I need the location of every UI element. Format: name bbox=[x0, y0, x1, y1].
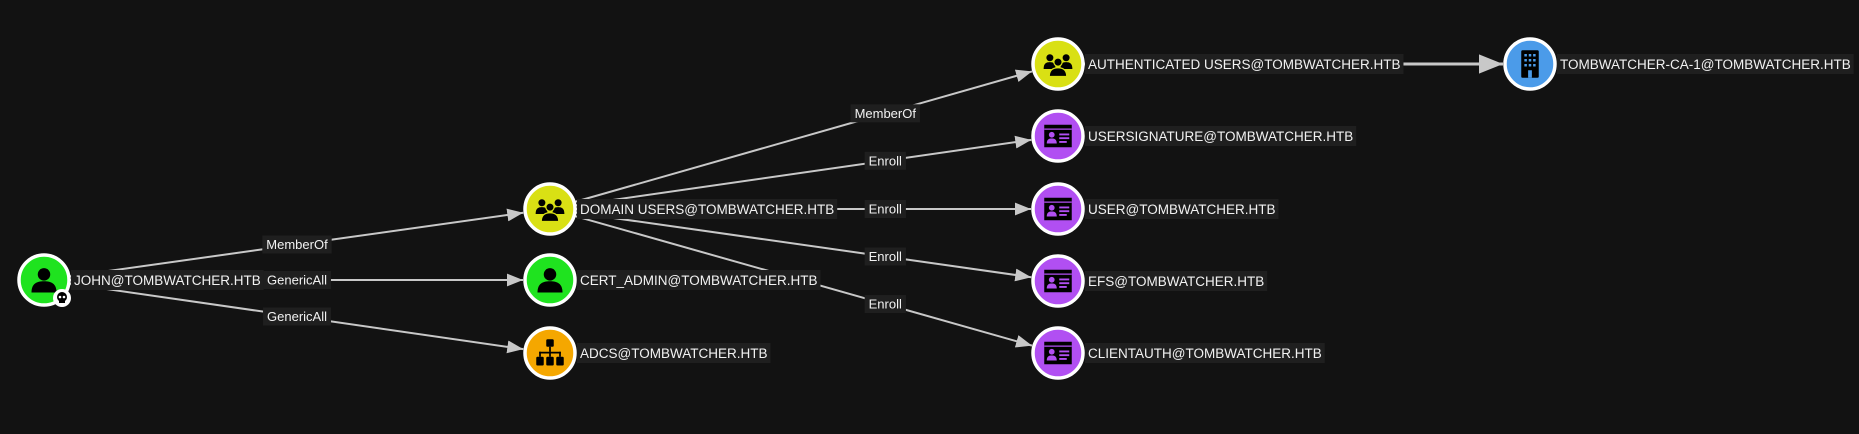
node-label-background bbox=[71, 270, 264, 290]
node-label-background bbox=[577, 270, 821, 290]
node-label: EFS@TOMBWATCHER.HTB bbox=[1088, 274, 1264, 289]
nodes-layer: JOHN@TOMBWATCHER.HTB DOMAIN USERS@TOMBWAT… bbox=[17, 37, 1854, 380]
node-label: CERT_ADMIN@TOMBWATCHER.HTB bbox=[580, 273, 817, 288]
edge-label-text: GenericAll bbox=[267, 309, 327, 324]
node-label: USER@TOMBWATCHER.HTB bbox=[1088, 202, 1275, 217]
edge-label-background bbox=[263, 271, 331, 289]
node-label: USERSIGNATURE@TOMBWATCHER.HTB bbox=[1088, 129, 1353, 144]
building-icon bbox=[1521, 50, 1539, 78]
skull-icon bbox=[53, 289, 71, 307]
node-label-background bbox=[1085, 343, 1325, 363]
edge-label-text: Enroll bbox=[869, 202, 902, 217]
edge-label-text: MemberOf bbox=[855, 106, 917, 121]
id-card-icon bbox=[1044, 124, 1072, 148]
edge-label-background bbox=[864, 200, 906, 218]
edge-domain_users-to-efs[interactable] bbox=[574, 211, 1032, 282]
node-label-background bbox=[1085, 54, 1404, 74]
edge-label-background bbox=[864, 295, 906, 314]
node-label: JOHN@TOMBWATCHER.HTB bbox=[74, 273, 261, 288]
node-clientauth[interactable]: CLIENTAUTH@TOMBWATCHER.HTB bbox=[1031, 326, 1325, 380]
edge-label[interactable]: Enroll bbox=[864, 247, 906, 266]
edge-label[interactable]: Enroll bbox=[864, 200, 906, 218]
id-card-icon bbox=[1044, 341, 1072, 365]
edge-label-background bbox=[262, 235, 332, 254]
node-domain_users[interactable]: DOMAIN USERS@TOMBWATCHER.HTB bbox=[523, 182, 838, 236]
node-efs[interactable]: EFS@TOMBWATCHER.HTB bbox=[1031, 254, 1268, 308]
node-label: AUTHENTICATED USERS@TOMBWATCHER.HTB bbox=[1088, 57, 1400, 72]
node-label-background bbox=[1085, 271, 1268, 291]
node-label-background bbox=[1557, 54, 1854, 74]
edge-label[interactable]: GenericAll bbox=[263, 307, 331, 326]
node-cert_admin[interactable]: CERT_ADMIN@TOMBWATCHER.HTB bbox=[523, 253, 821, 307]
edge-label[interactable]: MemberOf bbox=[850, 104, 920, 123]
edge-label[interactable]: MemberOf bbox=[262, 235, 332, 254]
edge-label-background bbox=[850, 104, 920, 123]
edge-label-text: Enroll bbox=[869, 249, 902, 264]
node-label: DOMAIN USERS@TOMBWATCHER.HTB bbox=[580, 202, 834, 217]
node-label-background bbox=[1085, 199, 1279, 219]
node-label-background bbox=[577, 343, 771, 363]
node-user[interactable]: USER@TOMBWATCHER.HTB bbox=[1031, 182, 1279, 236]
node-label-background bbox=[577, 199, 838, 219]
node-john[interactable]: JOHN@TOMBWATCHER.HTB bbox=[17, 253, 264, 307]
node-auth_users[interactable]: AUTHENTICATED USERS@TOMBWATCHER.HTB bbox=[1031, 37, 1404, 91]
node-usersignature[interactable]: USERSIGNATURE@TOMBWATCHER.HTB bbox=[1031, 109, 1357, 163]
edge-label[interactable]: Enroll bbox=[864, 295, 906, 314]
node-ca1[interactable]: TOMBWATCHER-CA-1@TOMBWATCHER.HTB bbox=[1503, 37, 1854, 91]
edge-label[interactable]: Enroll bbox=[864, 151, 906, 170]
edge-label-text: Enroll bbox=[869, 153, 902, 168]
id-card-icon bbox=[1044, 197, 1072, 221]
edge-label-text: MemberOf bbox=[266, 237, 328, 252]
node-adcs[interactable]: ADCS@TOMBWATCHER.HTB bbox=[523, 326, 771, 380]
id-card-icon bbox=[1044, 269, 1072, 293]
edge-labels-layer: MemberOfGenericAllGenericAllMemberOfEnro… bbox=[262, 104, 920, 326]
node-label: ADCS@TOMBWATCHER.HTB bbox=[580, 346, 767, 361]
edge-domain_users-to-auth_users[interactable] bbox=[573, 69, 1033, 204]
edge-label-background bbox=[263, 307, 331, 326]
edge-label[interactable]: GenericAll bbox=[263, 271, 331, 289]
edge-label-background bbox=[864, 247, 906, 266]
node-label: CLIENTAUTH@TOMBWATCHER.HTB bbox=[1088, 346, 1322, 361]
node-label: TOMBWATCHER-CA-1@TOMBWATCHER.HTB bbox=[1560, 57, 1851, 72]
node-label-background bbox=[1085, 126, 1357, 146]
edge-label-text: Enroll bbox=[869, 297, 902, 312]
edge-domain_users-to-usersignature[interactable] bbox=[574, 135, 1032, 207]
edge-label-background bbox=[864, 151, 906, 170]
edge-label-text: GenericAll bbox=[267, 273, 327, 288]
